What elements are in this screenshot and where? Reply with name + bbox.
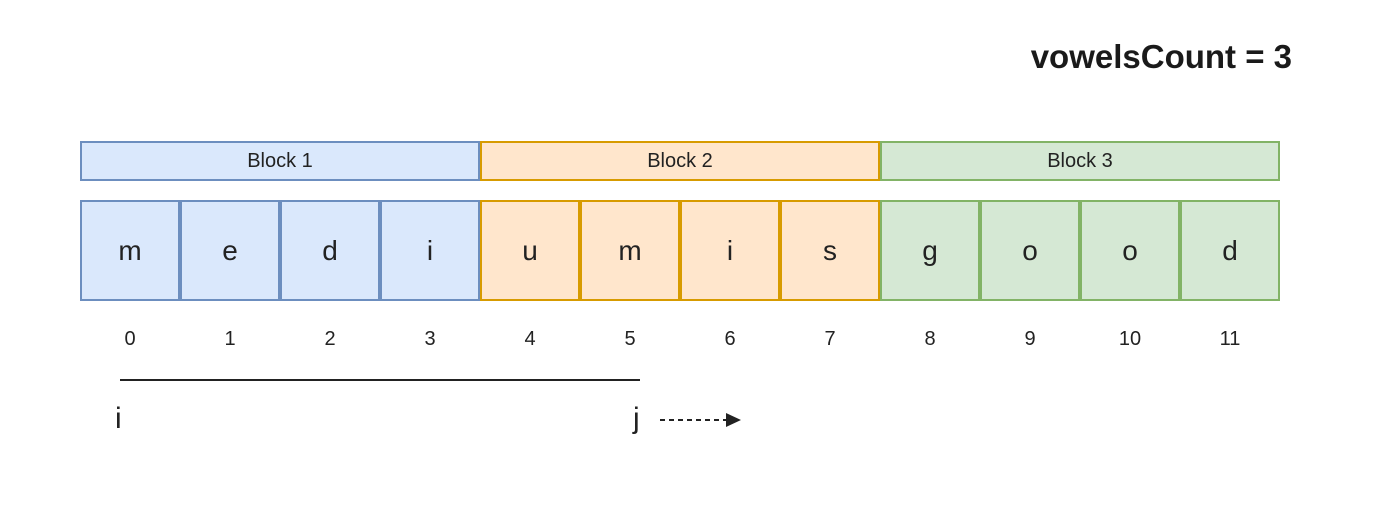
index-label: 8: [924, 328, 936, 350]
index-label: 11: [1219, 328, 1241, 350]
index-label: 6: [724, 328, 736, 350]
index-label: 5: [624, 328, 636, 350]
index-row: 0 1 2 3 4 5 6 7 8 9 10 11: [80, 328, 1280, 351]
index-label: 2: [324, 328, 336, 350]
array-cell: m: [80, 200, 180, 301]
pointer-i: i: [115, 402, 122, 435]
array-cell: u: [480, 200, 580, 301]
pointer-j: j: [633, 402, 640, 435]
character-array: m e d i u m i s g o o d: [80, 200, 1280, 301]
array-cell: i: [680, 200, 780, 301]
block-header-row: Block 1 Block 2 Block 3: [80, 141, 1280, 181]
index-label: 7: [824, 328, 836, 350]
array-cell: g: [880, 200, 980, 301]
dashed-arrow-icon: [660, 413, 741, 427]
block-2: Block 2: [480, 141, 880, 181]
array-cell: s: [780, 200, 880, 301]
array-cell: o: [1080, 200, 1180, 301]
window-span-line: [120, 379, 640, 381]
index-label: 0: [124, 328, 136, 350]
index-label: 1: [224, 328, 236, 350]
vowels-count-label: vowelsCount = 3: [1030, 38, 1292, 75]
array-cell: d: [1180, 200, 1280, 301]
array-cell: o: [980, 200, 1080, 301]
array-cell: m: [580, 200, 680, 301]
block-1: Block 1: [80, 141, 480, 181]
array-cell: e: [180, 200, 280, 301]
index-label: 10: [1118, 328, 1142, 350]
index-label: 3: [424, 328, 436, 350]
array-cell: d: [280, 200, 380, 301]
block-3: Block 3: [880, 141, 1280, 181]
array-cell: i: [380, 200, 480, 301]
index-label: 9: [1024, 328, 1036, 350]
index-label: 4: [524, 328, 536, 350]
